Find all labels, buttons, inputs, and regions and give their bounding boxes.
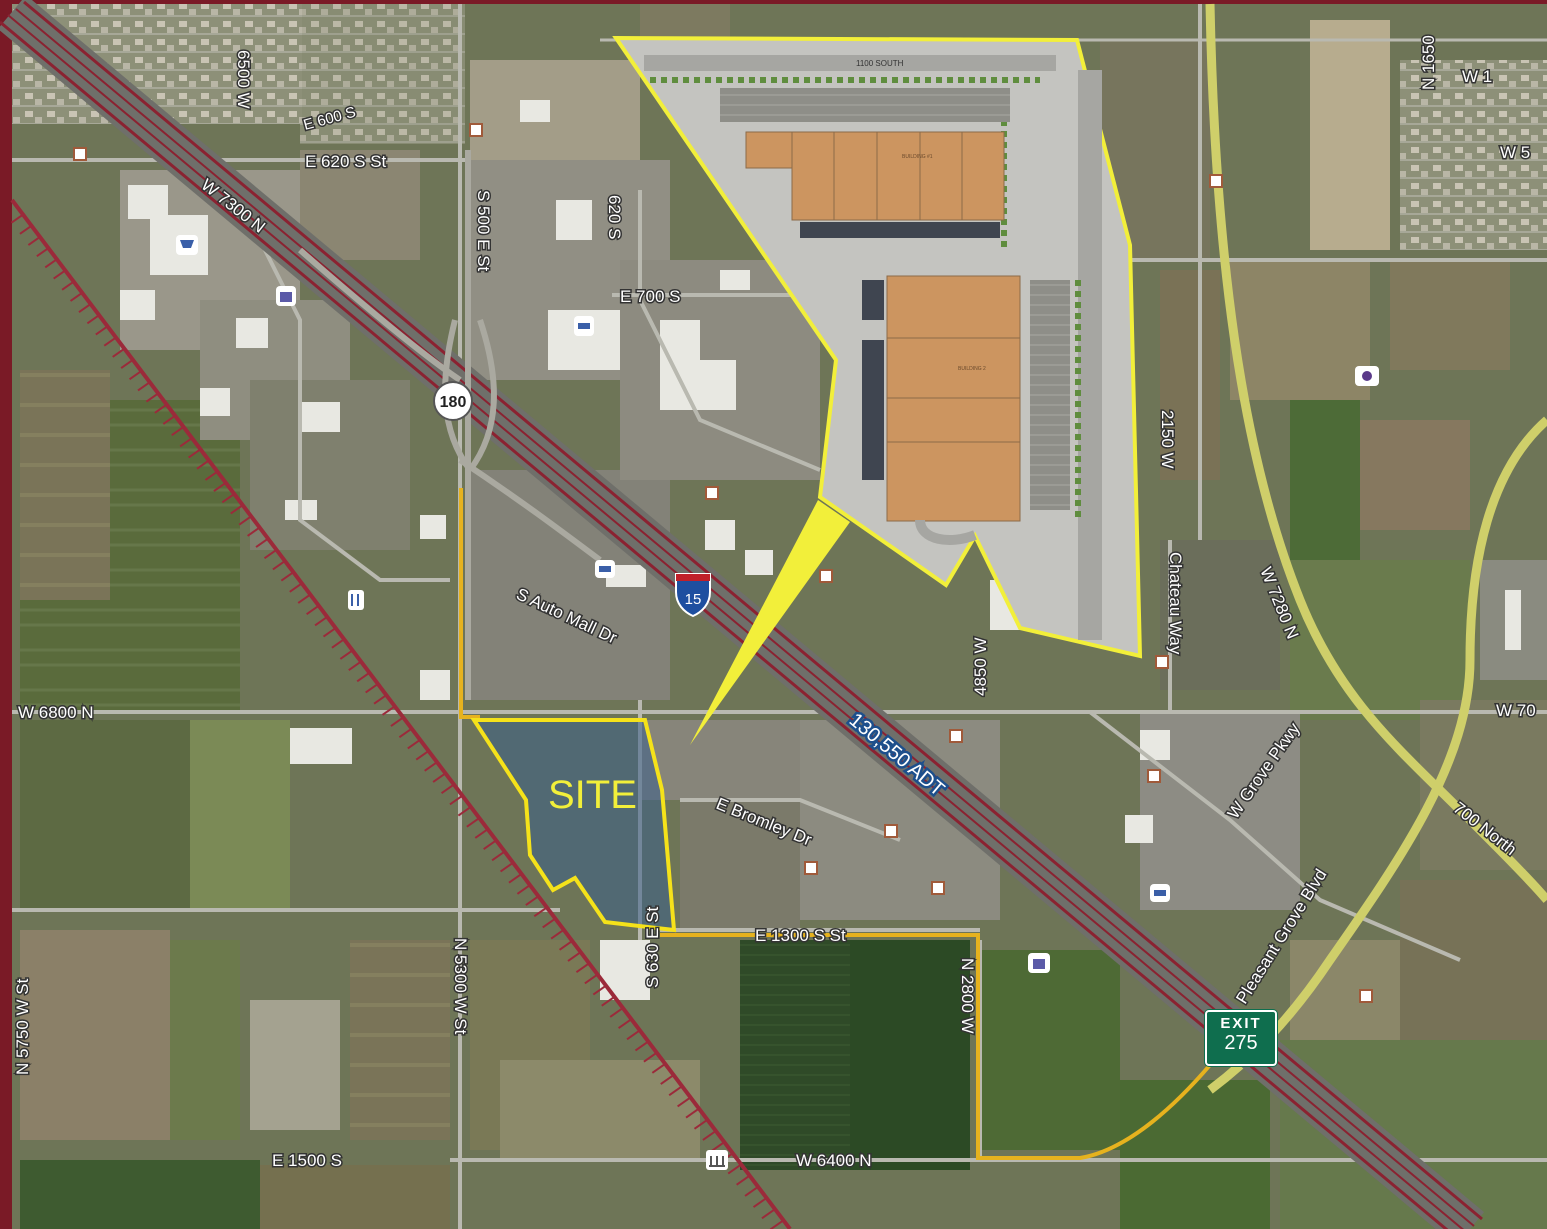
building-1-label: BUILDING #1 bbox=[902, 154, 933, 160]
street-label: E 1300 S St bbox=[755, 926, 846, 945]
interstate-shield-number: 15 bbox=[685, 591, 702, 608]
interstate-shield: 15 bbox=[675, 573, 711, 618]
building-2-label: BUILDING 2 bbox=[958, 366, 986, 372]
museum-icon bbox=[706, 1150, 728, 1170]
site-plan-inset: 1100 SOUTH BUILDING #1 BUILDING 2 bbox=[612, 35, 1143, 659]
car-icon bbox=[1150, 884, 1170, 902]
street-label: Chateau Way bbox=[1166, 552, 1185, 655]
site-parcel: SITE bbox=[470, 718, 677, 933]
street-label: 4850 W bbox=[971, 637, 990, 696]
restaurant-icon bbox=[348, 590, 364, 610]
street-label: 2150 W bbox=[1158, 410, 1177, 469]
exit-sign: EXIT 275 bbox=[1205, 1010, 1277, 1066]
state-route-number: 180 bbox=[440, 394, 467, 411]
street-label: S 630 E St bbox=[643, 906, 662, 988]
poi-markers bbox=[73, 123, 1379, 1170]
street-label: N 5300 W St bbox=[451, 938, 470, 1035]
street-label: W 6400 N bbox=[796, 1151, 872, 1170]
location-pin-icon bbox=[73, 123, 1373, 1003]
street-label: E 700 S bbox=[620, 287, 681, 306]
street-label: 6500 W bbox=[234, 50, 253, 109]
shopping-bag-icon bbox=[276, 286, 296, 306]
street-label: E 620 S St bbox=[305, 152, 387, 171]
land-parcels bbox=[12, 4, 1547, 1229]
site-label: SITE bbox=[548, 773, 637, 817]
shopping-cart-icon bbox=[176, 235, 198, 255]
railroad bbox=[5, 198, 792, 1229]
street-label: N 1650 bbox=[1419, 35, 1438, 90]
street-label: W 6800 N bbox=[18, 703, 94, 722]
site-access-roads bbox=[459, 488, 1212, 1160]
street-label: W 1 bbox=[1462, 67, 1492, 86]
interchange-180 bbox=[298, 150, 602, 700]
street-label: 620 S bbox=[605, 195, 624, 239]
street-label: S 500 E St bbox=[474, 190, 493, 272]
state-route-shield: 180 bbox=[433, 381, 473, 421]
exit-word: EXIT bbox=[1220, 1015, 1262, 1032]
camera-icon bbox=[1355, 366, 1379, 386]
exit-number: 275 bbox=[1224, 1032, 1258, 1054]
car-icon bbox=[574, 316, 594, 336]
street-label: E 1500 S bbox=[272, 1151, 342, 1170]
shopping-bag-icon bbox=[1028, 953, 1050, 973]
car-icon bbox=[595, 560, 615, 578]
street-label: N 5750 W St bbox=[13, 978, 32, 1075]
callout-pointer bbox=[690, 500, 850, 745]
arterial-roads bbox=[1205, 3, 1547, 1094]
inset-street-top: 1100 SOUTH bbox=[856, 59, 904, 68]
street-label: W 70 bbox=[1496, 701, 1536, 720]
street-label: W 5 bbox=[1500, 143, 1530, 162]
street-label: N 2800 W bbox=[958, 958, 977, 1034]
